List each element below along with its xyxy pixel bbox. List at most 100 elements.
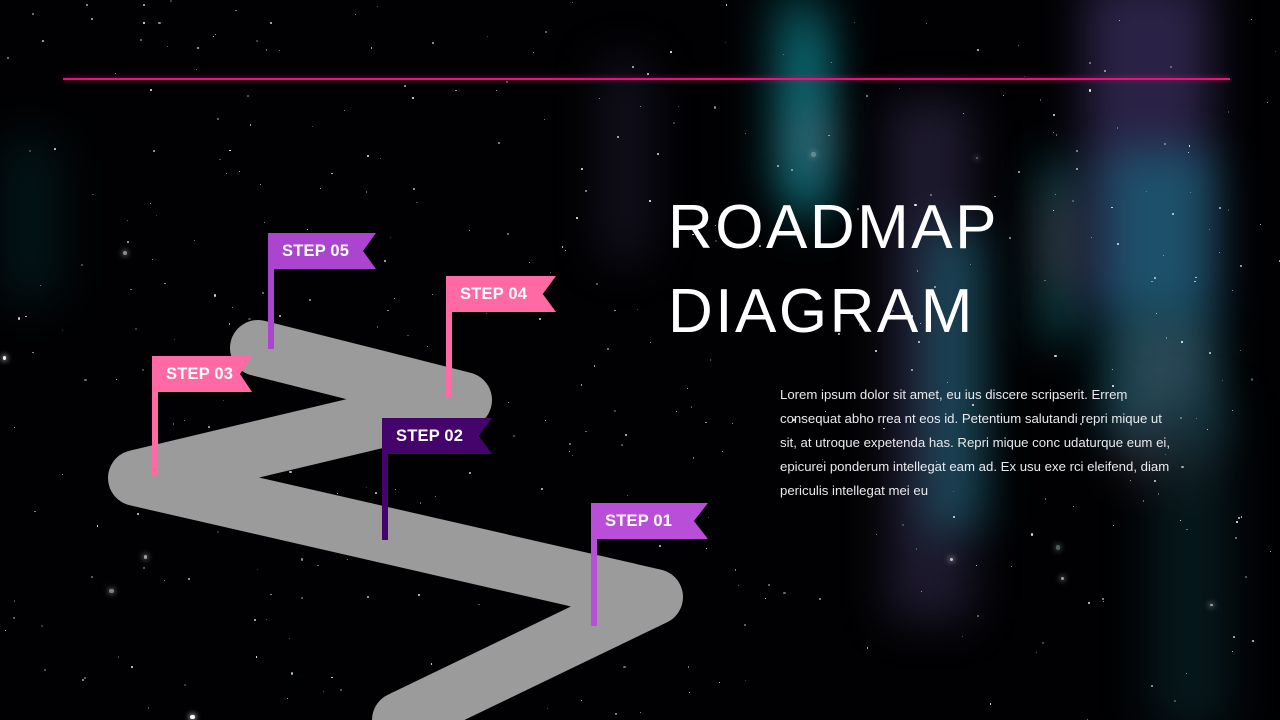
star (883, 427, 885, 430)
title-line-1: ROADMAP (668, 193, 999, 262)
body-paragraph: Lorem ipsum dolor sit amet, eu ius disce… (780, 387, 1171, 498)
star (673, 310, 675, 311)
flag-label: STEP 02 (396, 426, 464, 445)
star (581, 167, 583, 170)
star (1218, 206, 1221, 209)
star (571, 645, 572, 647)
star (331, 677, 333, 679)
star (1164, 142, 1167, 145)
star (1010, 566, 1012, 567)
flag-pole-icon (268, 233, 274, 349)
flag-banner[interactable]: STEP 02 (382, 418, 492, 454)
flag-banner[interactable]: STEP 03 (152, 356, 252, 392)
star (351, 400, 353, 402)
star (1102, 600, 1104, 602)
flag-label: STEP 01 (605, 511, 673, 530)
star (316, 564, 319, 567)
star (13, 600, 16, 602)
star (1054, 355, 1057, 358)
star (265, 618, 267, 621)
star (432, 41, 434, 44)
star (2, 356, 7, 360)
flag-banner[interactable]: STEP 05 (268, 233, 376, 269)
star (892, 310, 895, 313)
star (312, 125, 314, 127)
star (818, 597, 821, 600)
star (1173, 699, 1176, 702)
star (1055, 545, 1061, 550)
star (365, 191, 368, 193)
star (394, 298, 396, 300)
star (705, 421, 707, 424)
star (130, 288, 132, 291)
star (122, 251, 127, 256)
star (1227, 111, 1230, 113)
star (1244, 575, 1247, 578)
star (53, 147, 56, 150)
star (1044, 280, 1046, 282)
star (689, 692, 691, 694)
star (572, 454, 573, 456)
star (306, 229, 308, 231)
star (936, 461, 937, 463)
star (648, 200, 651, 202)
star (596, 283, 598, 286)
star (975, 565, 977, 567)
star (142, 21, 145, 24)
star (920, 591, 922, 592)
star (780, 467, 781, 469)
star (672, 121, 675, 124)
star (309, 299, 311, 301)
flag-banner[interactable]: STEP 04 (446, 276, 556, 312)
star (86, 4, 88, 6)
flag-label: STEP 05 (282, 241, 350, 260)
star (430, 663, 433, 665)
star (671, 603, 674, 606)
star (91, 576, 93, 578)
star (1117, 243, 1120, 246)
star (217, 117, 220, 120)
star (486, 313, 488, 315)
star (25, 315, 27, 318)
star (692, 233, 694, 236)
star (257, 568, 259, 570)
star (523, 545, 525, 547)
star (1208, 352, 1211, 355)
star (576, 217, 578, 220)
star (163, 579, 166, 582)
page-title: ROADMAP DIAGRAM (668, 186, 1228, 354)
star (248, 317, 251, 320)
star (324, 421, 327, 424)
star (1195, 276, 1197, 279)
star (322, 690, 324, 693)
star (1129, 479, 1132, 482)
flag-banner[interactable]: STEP 01 (591, 503, 708, 539)
top-accent-rule (63, 78, 1230, 80)
star (1044, 497, 1047, 500)
star (710, 359, 712, 361)
star (639, 105, 642, 107)
star (182, 453, 185, 456)
star (640, 712, 642, 714)
star (61, 474, 64, 476)
star (687, 666, 689, 668)
star (96, 525, 99, 527)
star (838, 333, 840, 335)
star (217, 531, 220, 534)
star (759, 245, 762, 248)
star (1142, 500, 1145, 503)
star (1091, 236, 1093, 238)
star (1157, 492, 1160, 495)
city-light-13 (0, 140, 60, 300)
star (1053, 210, 1054, 212)
star (637, 309, 639, 310)
star (347, 559, 349, 561)
star (1266, 102, 1268, 104)
city-light-12 (600, 60, 650, 260)
star (183, 420, 185, 421)
star (657, 153, 660, 156)
star (865, 94, 868, 97)
star (152, 259, 154, 261)
star (141, 368, 144, 371)
